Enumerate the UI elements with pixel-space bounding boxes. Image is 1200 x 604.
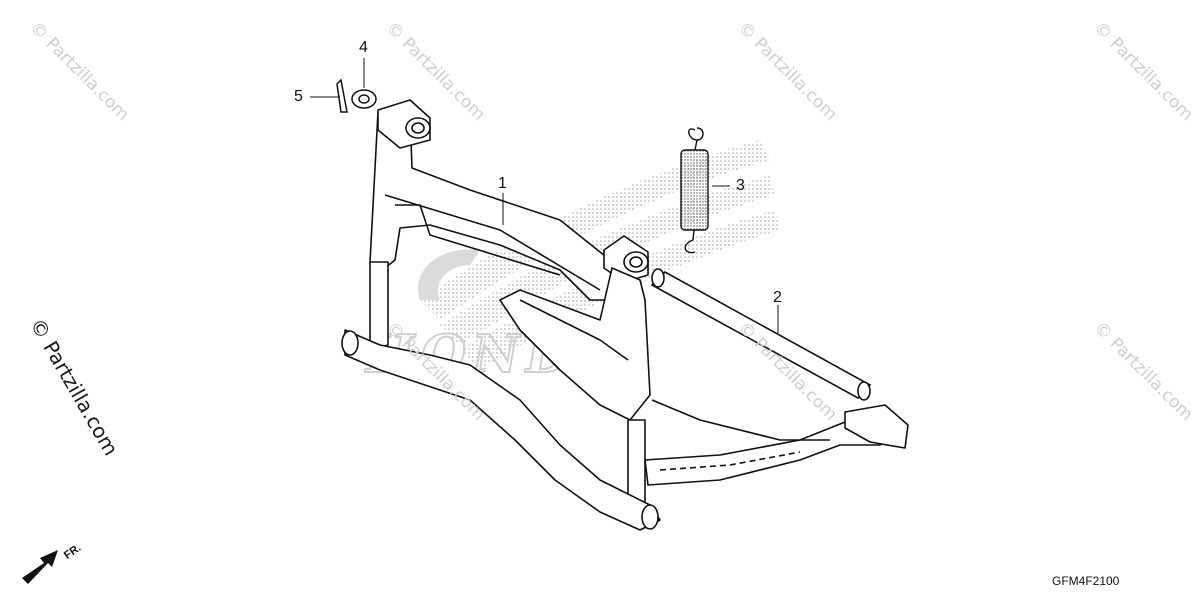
- cotter-pin: [336, 78, 348, 113]
- callout-4[interactable]: 4: [359, 39, 368, 56]
- return-spring: [680, 127, 709, 254]
- diagram-code: GFM4F2100: [1052, 574, 1120, 588]
- main-stand-shaft: [650, 268, 872, 401]
- callout-5[interactable]: 5: [294, 88, 303, 105]
- callout-1[interactable]: 1: [498, 175, 507, 192]
- leader-lines: [310, 58, 779, 333]
- callout-3[interactable]: 3: [736, 177, 745, 194]
- callout-2[interactable]: 2: [773, 289, 782, 306]
- washer: [351, 89, 377, 109]
- front-arrow-icon: [22, 550, 58, 584]
- main-stand: [341, 99, 909, 531]
